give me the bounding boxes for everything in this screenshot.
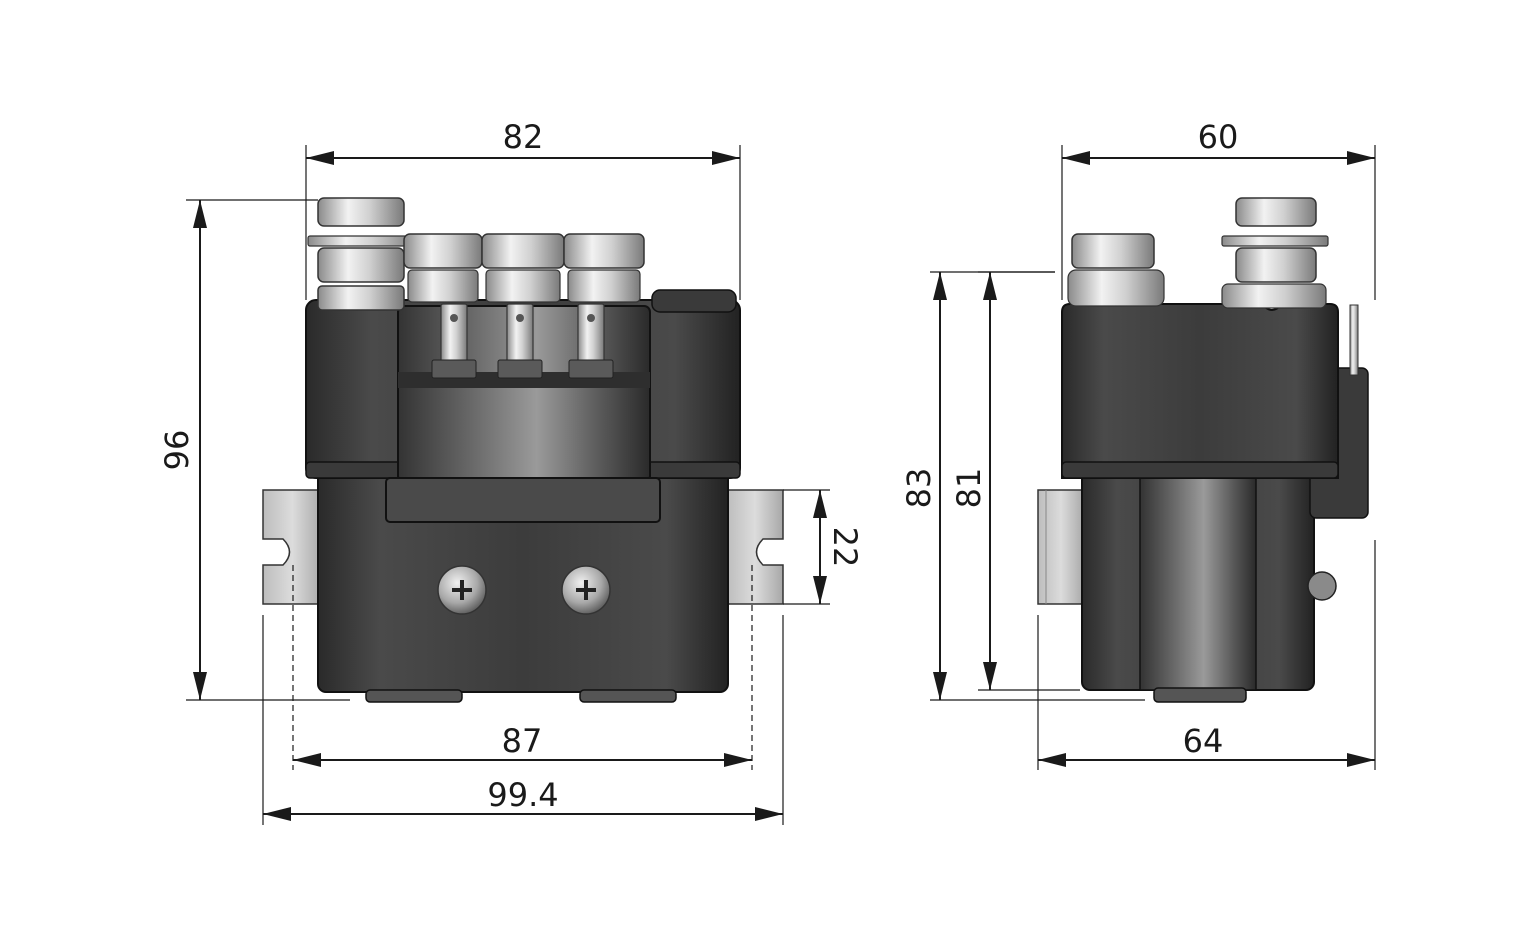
terminal-stud: [403, 233, 483, 303]
dimension-82: 82: [305, 118, 741, 300]
dimension-label: 87: [502, 722, 543, 760]
mounting-bracket-left: [262, 489, 323, 605]
mounting-bracket-right: [726, 489, 784, 605]
terminal-stud: [481, 233, 565, 303]
dimension-87: 87: [292, 565, 753, 770]
dimension-label: 64: [1183, 722, 1224, 760]
front-view: 82 96 22 87: [158, 118, 864, 825]
terminal-stud: [563, 233, 645, 303]
coil-terminal: [568, 303, 614, 379]
coil-terminals: [431, 303, 614, 379]
dimension-label: 83: [900, 468, 938, 509]
phillips-screw-icon: [561, 565, 611, 615]
side-view: 60 83 81 64: [900, 118, 1376, 770]
terminal-stud: [1221, 197, 1329, 309]
terminal-studs-side: [1067, 197, 1329, 309]
dimension-22: 22: [783, 489, 864, 605]
dimension-label: 22: [826, 527, 864, 568]
dimension-label: 60: [1198, 118, 1239, 156]
dimension-label: 96: [158, 430, 196, 471]
side-lower-housing: [1081, 467, 1337, 703]
dimension-99-4: 99.4: [262, 615, 784, 825]
dimension-label: 82: [503, 118, 544, 156]
coil-terminal: [497, 303, 543, 379]
dimension-81: 81: [950, 271, 1080, 691]
dimension-96: 96: [158, 199, 350, 701]
dimension-64: 64: [1037, 540, 1376, 770]
dimension-83: 83: [900, 271, 1145, 701]
mounting-bracket-side: [1037, 489, 1085, 605]
dimension-60: 60: [1061, 118, 1376, 300]
dimension-label: 81: [950, 468, 988, 509]
terminal-stud: [307, 197, 417, 311]
phillips-screw-icon: [437, 565, 487, 615]
side-upper-housing: [1061, 303, 1339, 479]
dimension-label: 99.4: [487, 776, 558, 814]
terminal-studs: [307, 197, 737, 313]
coil-terminal: [431, 303, 477, 379]
terminal-stud: [1067, 233, 1165, 307]
